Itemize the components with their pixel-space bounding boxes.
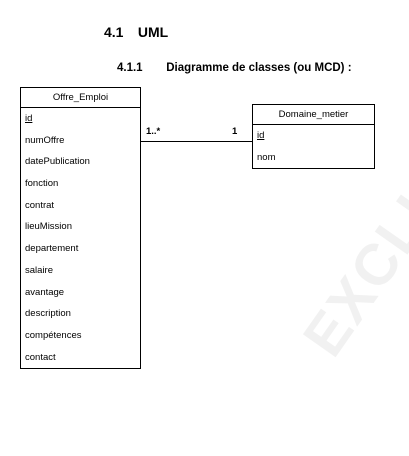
class-attribute: salaire (25, 264, 53, 276)
class-attribute: compétences (25, 329, 82, 341)
class-attribute: avantage (25, 286, 65, 298)
subsection-heading: 4.1.1 Diagramme de classes (ou MCD) : (117, 62, 352, 74)
multiplicity-domaine: 1 (232, 126, 238, 137)
class-attribute: contact (25, 351, 56, 363)
class-attribute: nom (257, 151, 276, 163)
class-domaine-metier: Domaine_metier id nom (252, 104, 375, 169)
multiplicity-offre: 1..* (146, 126, 161, 137)
class-attribute: id (257, 130, 265, 141)
class-offre-emploi: Offre_Emploi id numOffre datePublication… (20, 87, 141, 369)
class-attribute: contrat (25, 199, 55, 211)
section-number: 4.1 (104, 24, 124, 40)
class-attribute: fonction (25, 178, 59, 190)
class-attribute: description (25, 308, 71, 320)
section-title: UML (137, 24, 169, 40)
class-name: Domaine_metier (253, 105, 374, 125)
subsection-number: 4.1.1 (117, 62, 143, 74)
class-attribute: numOffre (25, 134, 65, 146)
class-name: Offre_Emploi (21, 88, 140, 108)
association-line (141, 141, 252, 142)
class-attribute: lieuMission (25, 221, 72, 233)
section-heading: 4.1 UML (104, 24, 168, 40)
subsection-title: Diagramme de classes (ou MCD) : (166, 62, 352, 74)
class-attribute: id (25, 113, 33, 124)
class-attribute: departement (25, 243, 79, 255)
class-attribute: datePublication (25, 156, 90, 168)
